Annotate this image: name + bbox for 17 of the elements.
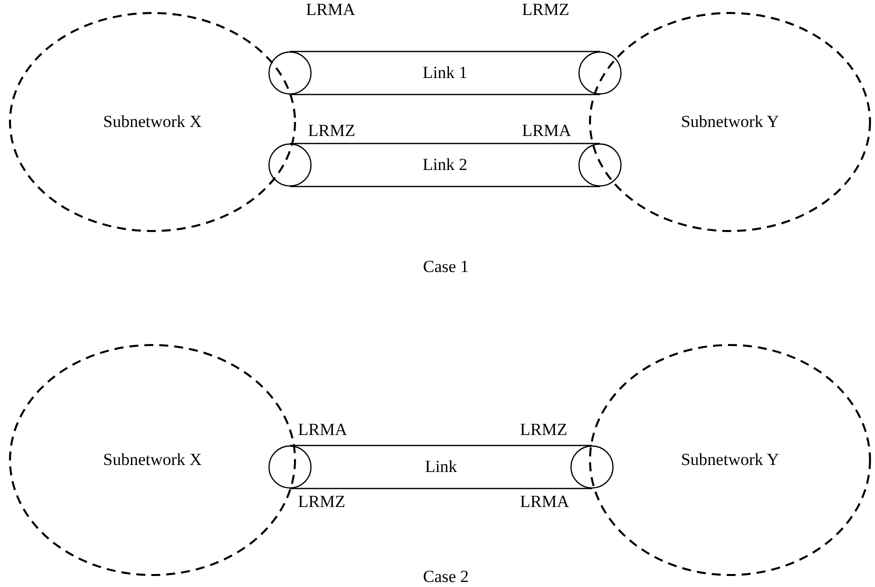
endpoint-label: LRMA — [298, 420, 348, 440]
case-caption: Case 1 — [423, 257, 469, 277]
subnetwork-label: Subnetwork X — [103, 112, 202, 132]
endpoint-label: LRMA — [522, 121, 572, 141]
case-caption: Case 2 — [423, 567, 469, 587]
endpoint-label: LRMZ — [298, 492, 346, 512]
endpoint-label: LRMA — [520, 492, 570, 512]
endpoint-label: LRMZ — [522, 0, 570, 20]
endpoint-label: LRMZ — [520, 420, 568, 440]
subnetwork-label: Subnetwork X — [103, 450, 202, 470]
endpoint-label: LRMZ — [308, 121, 356, 141]
link-label: Link 2 — [422, 155, 468, 175]
endpoint-label: LRMA — [306, 0, 356, 20]
link-label: Link — [424, 457, 458, 477]
subnetwork-label: Subnetwork Y — [680, 112, 780, 132]
link-label: Link 1 — [422, 63, 468, 83]
subnetwork-label: Subnetwork Y — [680, 450, 780, 470]
